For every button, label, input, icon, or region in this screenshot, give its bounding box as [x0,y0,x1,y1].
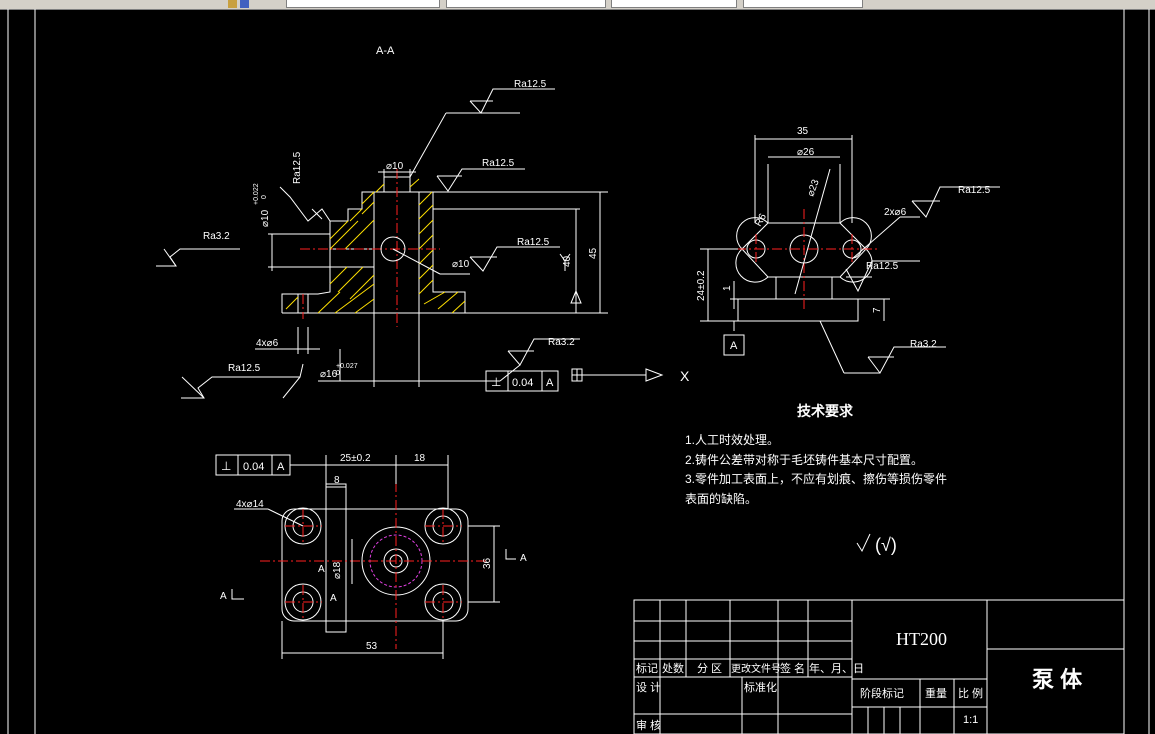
toolbar-field-3[interactable] [611,0,737,8]
svg-text:处数: 处数 [662,662,684,675]
svg-text:阶段标记: 阶段标记 [860,686,904,700]
svg-text:技术要求: 技术要求 [797,403,854,419]
svg-text:设 计: 设 计 [636,681,661,694]
svg-text:Ra12.5: Ra12.5 [228,363,261,374]
toolbar [0,0,1155,10]
svg-text:⊥: ⊥ [491,375,501,389]
svg-text:36: 36 [482,557,493,569]
svg-text:Ra12.5: Ra12.5 [517,237,550,248]
drawing-frame [7,9,1150,734]
svg-text:Ra3.2: Ra3.2 [203,231,230,242]
svg-text:3.零件加工表面上，不应有划痕、擦伤等损伤零件: 3.零件加工表面上，不应有划痕、擦伤等损伤零件 [685,471,947,486]
svg-text:40: 40 [562,255,573,267]
svg-text:A: A [220,591,227,602]
section-annotations: Ra12.5 Ra12.5 ⌀10 Ra12.5 ⌀10 +0.022 0 Ra… [156,79,690,399]
svg-text:比 例: 比 例 [958,686,983,700]
section-view [281,169,466,327]
svg-text:A: A [520,553,527,564]
svg-text:Ra12.5: Ra12.5 [866,261,899,272]
svg-text:更改文件号: 更改文件号 [731,662,781,675]
svg-text:Ra12.5: Ra12.5 [482,158,515,169]
top-annotations: ⊥ 0.04 A 25±0.2 18 8 4x⌀14 ⌀18 A A 36 53… [215,453,527,659]
svg-text:A: A [318,564,325,575]
svg-text:1: 1 [722,285,733,291]
svg-text:Ra12.5: Ra12.5 [292,151,303,184]
svg-text:2x⌀6: 2x⌀6 [884,207,907,218]
svg-text:⌀10: ⌀10 [386,161,404,172]
side-view [700,135,880,322]
svg-text:45: 45 [588,247,599,259]
svg-text:⌀26: ⌀26 [797,147,815,158]
top-view [260,464,490,649]
svg-text:2.铸件公差带对称于毛坯铸件基本尺寸配置。: 2.铸件公差带对称于毛坯铸件基本尺寸配置。 [685,452,923,467]
svg-text:1.人工时效处理。: 1.人工时效处理。 [685,432,779,447]
section-hatching [285,178,466,314]
svg-text:⊥: ⊥ [221,459,231,473]
svg-text:35: 35 [797,126,809,137]
svg-text:年、月、日: 年、月、日 [809,661,864,675]
svg-text:0: 0 [336,370,340,377]
svg-text:7: 7 [872,307,883,313]
svg-text:A: A [330,593,337,604]
toolbar-icon-a[interactable] [228,0,237,8]
svg-text:(√): (√) [875,535,897,555]
title-block: 标记 处数 分 区 更改文件号 签 名 年、月、日 设 计 标准化 审 核 HT… [633,599,1125,734]
toolbar-field-2[interactable] [446,0,606,8]
svg-text:0.04: 0.04 [243,461,264,473]
svg-text:分 区: 分 区 [697,662,722,675]
svg-text:签 名: 签 名 [780,661,805,675]
svg-text:⌀10: ⌀10 [452,259,470,270]
svg-text:表面的缺陷。: 表面的缺陷。 [685,491,757,506]
svg-text:+0.022: +0.022 [253,183,260,205]
svg-text:Ra12.5: Ra12.5 [958,185,991,196]
svg-text:24±0.2: 24±0.2 [696,270,707,301]
svg-text:⌀10: ⌀10 [260,209,271,227]
svg-text:A: A [546,377,554,389]
svg-text:重量: 重量 [925,686,947,700]
svg-text:1:1: 1:1 [963,714,978,726]
svg-text:标准化: 标准化 [744,680,777,694]
toolbar-icon-b[interactable] [240,0,249,8]
svg-text:8: 8 [334,475,340,486]
svg-text:0: 0 [261,195,268,199]
svg-text:+0.027: +0.027 [336,363,358,370]
svg-text:0.04: 0.04 [512,377,533,389]
svg-text:Ra3.2: Ra3.2 [548,337,575,348]
other-roughness-symbol: (√) [856,533,897,555]
svg-text:⌀23: ⌀23 [805,178,821,198]
svg-text:A: A [277,461,285,473]
svg-text:Ra12.5: Ra12.5 [514,79,547,90]
svg-text:4x⌀14: 4x⌀14 [236,499,264,510]
svg-text:审 核: 审 核 [636,718,661,732]
svg-text:25±0.2: 25±0.2 [340,453,371,464]
svg-text:53: 53 [366,641,378,652]
svg-text:标记: 标记 [636,661,658,675]
svg-text:泵 体: 泵 体 [1032,667,1083,692]
svg-text:⌀18: ⌀18 [332,561,343,579]
tech-requirements: 技术要求 1.人工时效处理。 2.铸件公差带对称于毛坯铸件基本尺寸配置。 3.零… [685,403,947,506]
toolbar-field-4[interactable] [743,0,863,8]
svg-text:Ra3.2: Ra3.2 [910,339,937,350]
toolbar-field-1[interactable] [286,0,440,8]
svg-text:X: X [680,368,690,384]
section-label: A-A [376,45,395,57]
svg-text:⌀16: ⌀16 [320,369,338,380]
cad-drawing-canvas[interactable]: A-A [0,9,1155,734]
svg-text:HT200: HT200 [896,629,947,649]
svg-text:4x⌀6: 4x⌀6 [256,338,279,349]
svg-text:18: 18 [414,453,426,464]
svg-text:A: A [730,340,738,352]
